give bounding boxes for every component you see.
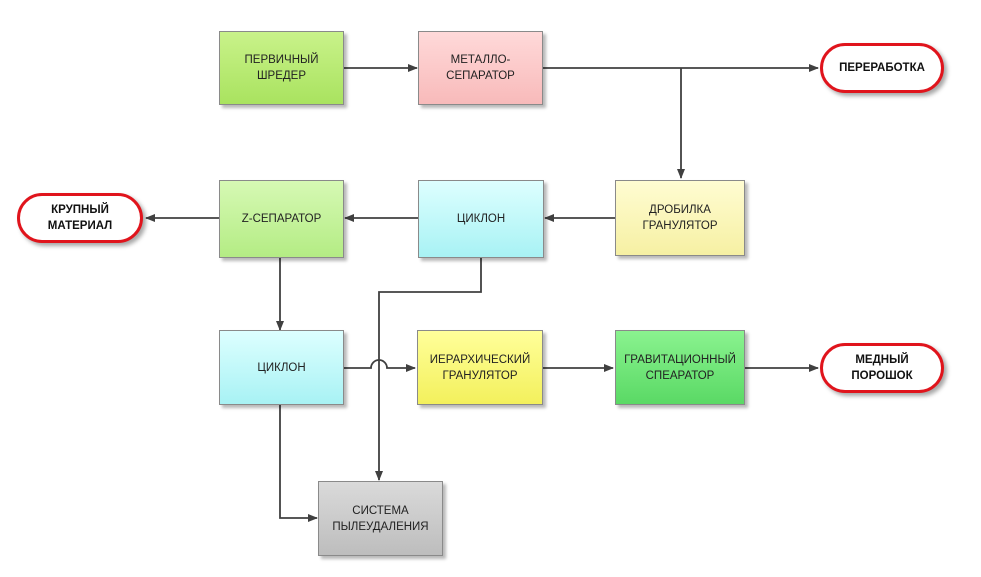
node-primary-shredder: ПЕРВИЧНЫЙ ШРЕДЕР bbox=[219, 31, 344, 105]
node-metal-separator: МЕТАЛЛО- СЕПАРАТОР bbox=[418, 31, 543, 105]
terminal-processing-label: ПЕРЕРАБОТКА bbox=[839, 62, 925, 74]
node-hierarchical-granulator: ИЕРАРХИЧЕСКИЙ ГРАНУЛЯТОР bbox=[417, 330, 543, 405]
edge-cyclone-top-to-dust-removal bbox=[375, 258, 482, 481]
terminal-copper-powder-label: МЕДНЫЙ ПОРОШОК bbox=[851, 354, 913, 382]
node-hierarchical-granulator-label: ИЕРАРХИЧЕСКИЙ ГРАНУЛЯТОР bbox=[429, 353, 531, 382]
node-cyclone-bottom-label: ЦИКЛОН bbox=[257, 361, 306, 374]
terminal-copper-powder: МЕДНЫЙ ПОРОШОК bbox=[820, 343, 944, 393]
node-z-separator-label: Z-СЕПАРАТОР bbox=[241, 213, 322, 225]
node-dust-removal-label: СИСТЕМА ПЫЛЕУДАЛЕНИЯ bbox=[332, 504, 429, 533]
node-gravity-separator-label: ГРАВИТАЦИОННЫЙ СПЕАРАТОР bbox=[624, 353, 736, 382]
node-gravity-separator: ГРАВИТАЦИОННЫЙ СПЕАРАТОР bbox=[615, 330, 745, 405]
terminal-coarse-material: КРУПНЫЙ МАТЕРИАЛ bbox=[17, 193, 143, 243]
node-dust-removal: СИСТЕМА ПЫЛЕУДАЛЕНИЯ bbox=[318, 481, 443, 556]
node-metal-separator-label: МЕТАЛЛО- СЕПАРАТОР bbox=[446, 54, 515, 82]
node-primary-shredder-label: ПЕРВИЧНЫЙ ШРЕДЕР bbox=[244, 54, 319, 82]
terminal-processing: ПЕРЕРАБОТКА bbox=[820, 43, 944, 93]
node-cyclone-bottom: ЦИКЛОН bbox=[219, 330, 344, 405]
node-cyclone-top: ЦИКЛОН bbox=[418, 180, 544, 258]
edge-cyclone-bottom-to-dust-removal bbox=[279, 405, 318, 522]
node-crusher-granulator-label: ДРОБИЛКА ГРАНУЛЯТОР bbox=[642, 204, 718, 232]
node-z-separator: Z-СЕПАРАТОР bbox=[219, 180, 344, 258]
terminal-coarse-material-label: КРУПНЫЙ МАТЕРИАЛ bbox=[47, 204, 113, 232]
node-crusher-granulator: ДРОБИЛКА ГРАНУЛЯТОР bbox=[615, 180, 745, 256]
node-cyclone-top-label: ЦИКЛОН bbox=[456, 213, 506, 225]
